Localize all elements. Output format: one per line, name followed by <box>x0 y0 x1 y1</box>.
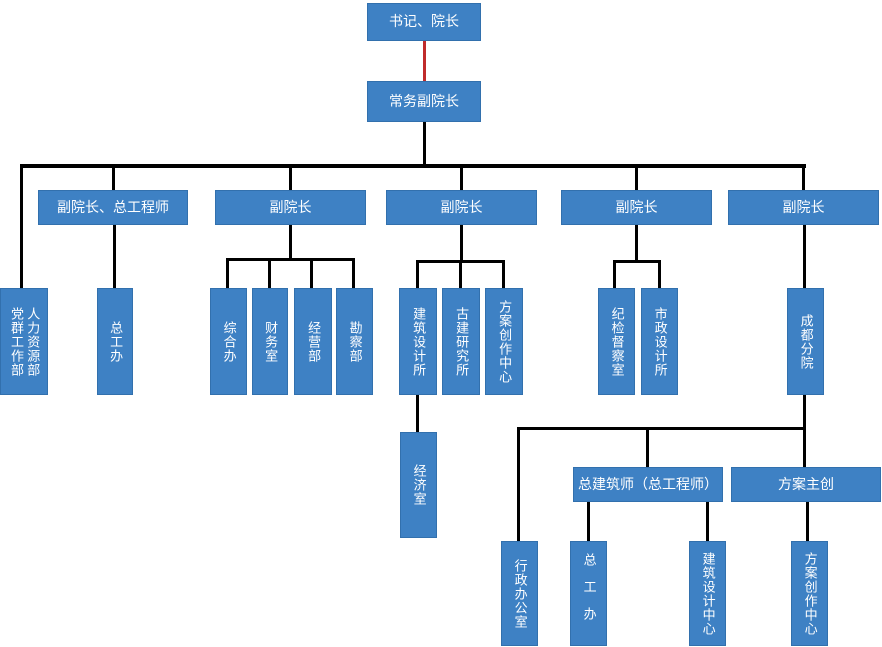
connector-to-chief-architect <box>646 427 649 467</box>
node-hr-dept-label: 人力资源部 <box>25 306 41 377</box>
connector-bus-to-vdce <box>112 164 115 190</box>
connector-bus-to-vd2 <box>460 164 463 190</box>
connector-to-general-affairs <box>226 258 229 288</box>
connector-to-admin-office <box>517 427 520 541</box>
node-vice-dean-2: 副院长 <box>386 190 537 225</box>
connector-to-scheme-center-1 <box>502 260 505 288</box>
connector-vdce-to-chief-eng-office <box>113 225 116 288</box>
node-scheme-creation-center-1: 方案创作中心 <box>485 288 523 395</box>
node-scheme-lead: 方案主创 <box>731 467 881 502</box>
connector-vd2-down <box>460 225 463 260</box>
node-economy-office: 经济室 <box>400 432 437 538</box>
node-vice-dean-3: 副院长 <box>561 190 712 225</box>
node-ancient-architecture-research-institute: 古建研究所 <box>442 288 480 395</box>
connector-vd1-down <box>289 225 292 258</box>
node-chengdu-branch: 成都分院 <box>787 288 824 395</box>
connector-chengdu-down <box>803 395 806 430</box>
node-general-affairs-office: 综合办 <box>210 288 247 395</box>
node-executive-vice-dean: 常务副院长 <box>367 81 481 122</box>
node-business-dept: 经营部 <box>294 288 332 395</box>
connector-to-scheme-lead <box>803 427 806 467</box>
connector-to-finance <box>268 258 271 288</box>
node-architectural-design-institute: 建筑设计所 <box>399 288 437 395</box>
node-vice-dean-chief-engineer: 副院长、总工程师 <box>38 190 188 225</box>
connector-bus-to-vd4 <box>802 164 805 190</box>
connector-to-arch-design-center <box>706 502 709 541</box>
node-admin-office: 行政办公室 <box>501 541 538 646</box>
node-secretary-dean: 书记、院长 <box>367 3 481 41</box>
node-survey-dept: 勘察部 <box>336 288 373 395</box>
node-discipline-inspection-office: 纪检督察室 <box>598 288 635 395</box>
connector-chengdu-bus <box>517 427 806 430</box>
connector-to-scheme-center-2 <box>806 502 809 541</box>
connector-exec-down <box>423 122 426 168</box>
connector-vd4-to-chengdu <box>803 225 806 288</box>
connector-vd3-down <box>635 225 638 260</box>
node-party-mass-hr: 党群工作部 人力资源部 <box>0 288 48 395</box>
connector-to-ancient-research <box>459 260 462 288</box>
connector-to-business <box>310 258 313 288</box>
node-scheme-creation-center-2: 方案创作中心 <box>791 541 828 646</box>
node-finance-office: 财务室 <box>252 288 288 395</box>
connector-bus-to-vd3 <box>635 164 638 190</box>
node-vice-dean-4: 副院长 <box>728 190 879 225</box>
node-chief-architect: 总建筑师（总工程师） <box>573 467 723 502</box>
connector-bus-to-party-hr <box>20 164 23 288</box>
node-architectural-design-center: 建筑设计中心 <box>689 541 726 646</box>
connector-main-bus <box>20 164 806 168</box>
connector-to-arch-design-inst <box>416 260 419 288</box>
connector-bus-to-vd1 <box>289 164 292 190</box>
connector-to-survey <box>352 258 355 288</box>
node-vice-dean-1: 副院长 <box>215 190 366 225</box>
connector-to-municipal <box>658 260 661 288</box>
connector-to-economy <box>416 395 419 432</box>
connector-vd3-bus <box>613 260 661 263</box>
connector-to-discipline <box>613 260 616 288</box>
node-municipal-design-institute: 市政设计所 <box>641 288 678 395</box>
node-chief-engineer-office-2: 总工办 <box>570 541 607 646</box>
connector-vd1-bus <box>226 258 355 261</box>
connector-secretary-to-exec <box>423 41 426 81</box>
node-party-mass-dept-label: 党群工作部 <box>9 306 24 377</box>
connector-to-chief-eng-office-2 <box>587 502 590 541</box>
node-chief-engineer-office: 总工办 <box>97 288 133 395</box>
